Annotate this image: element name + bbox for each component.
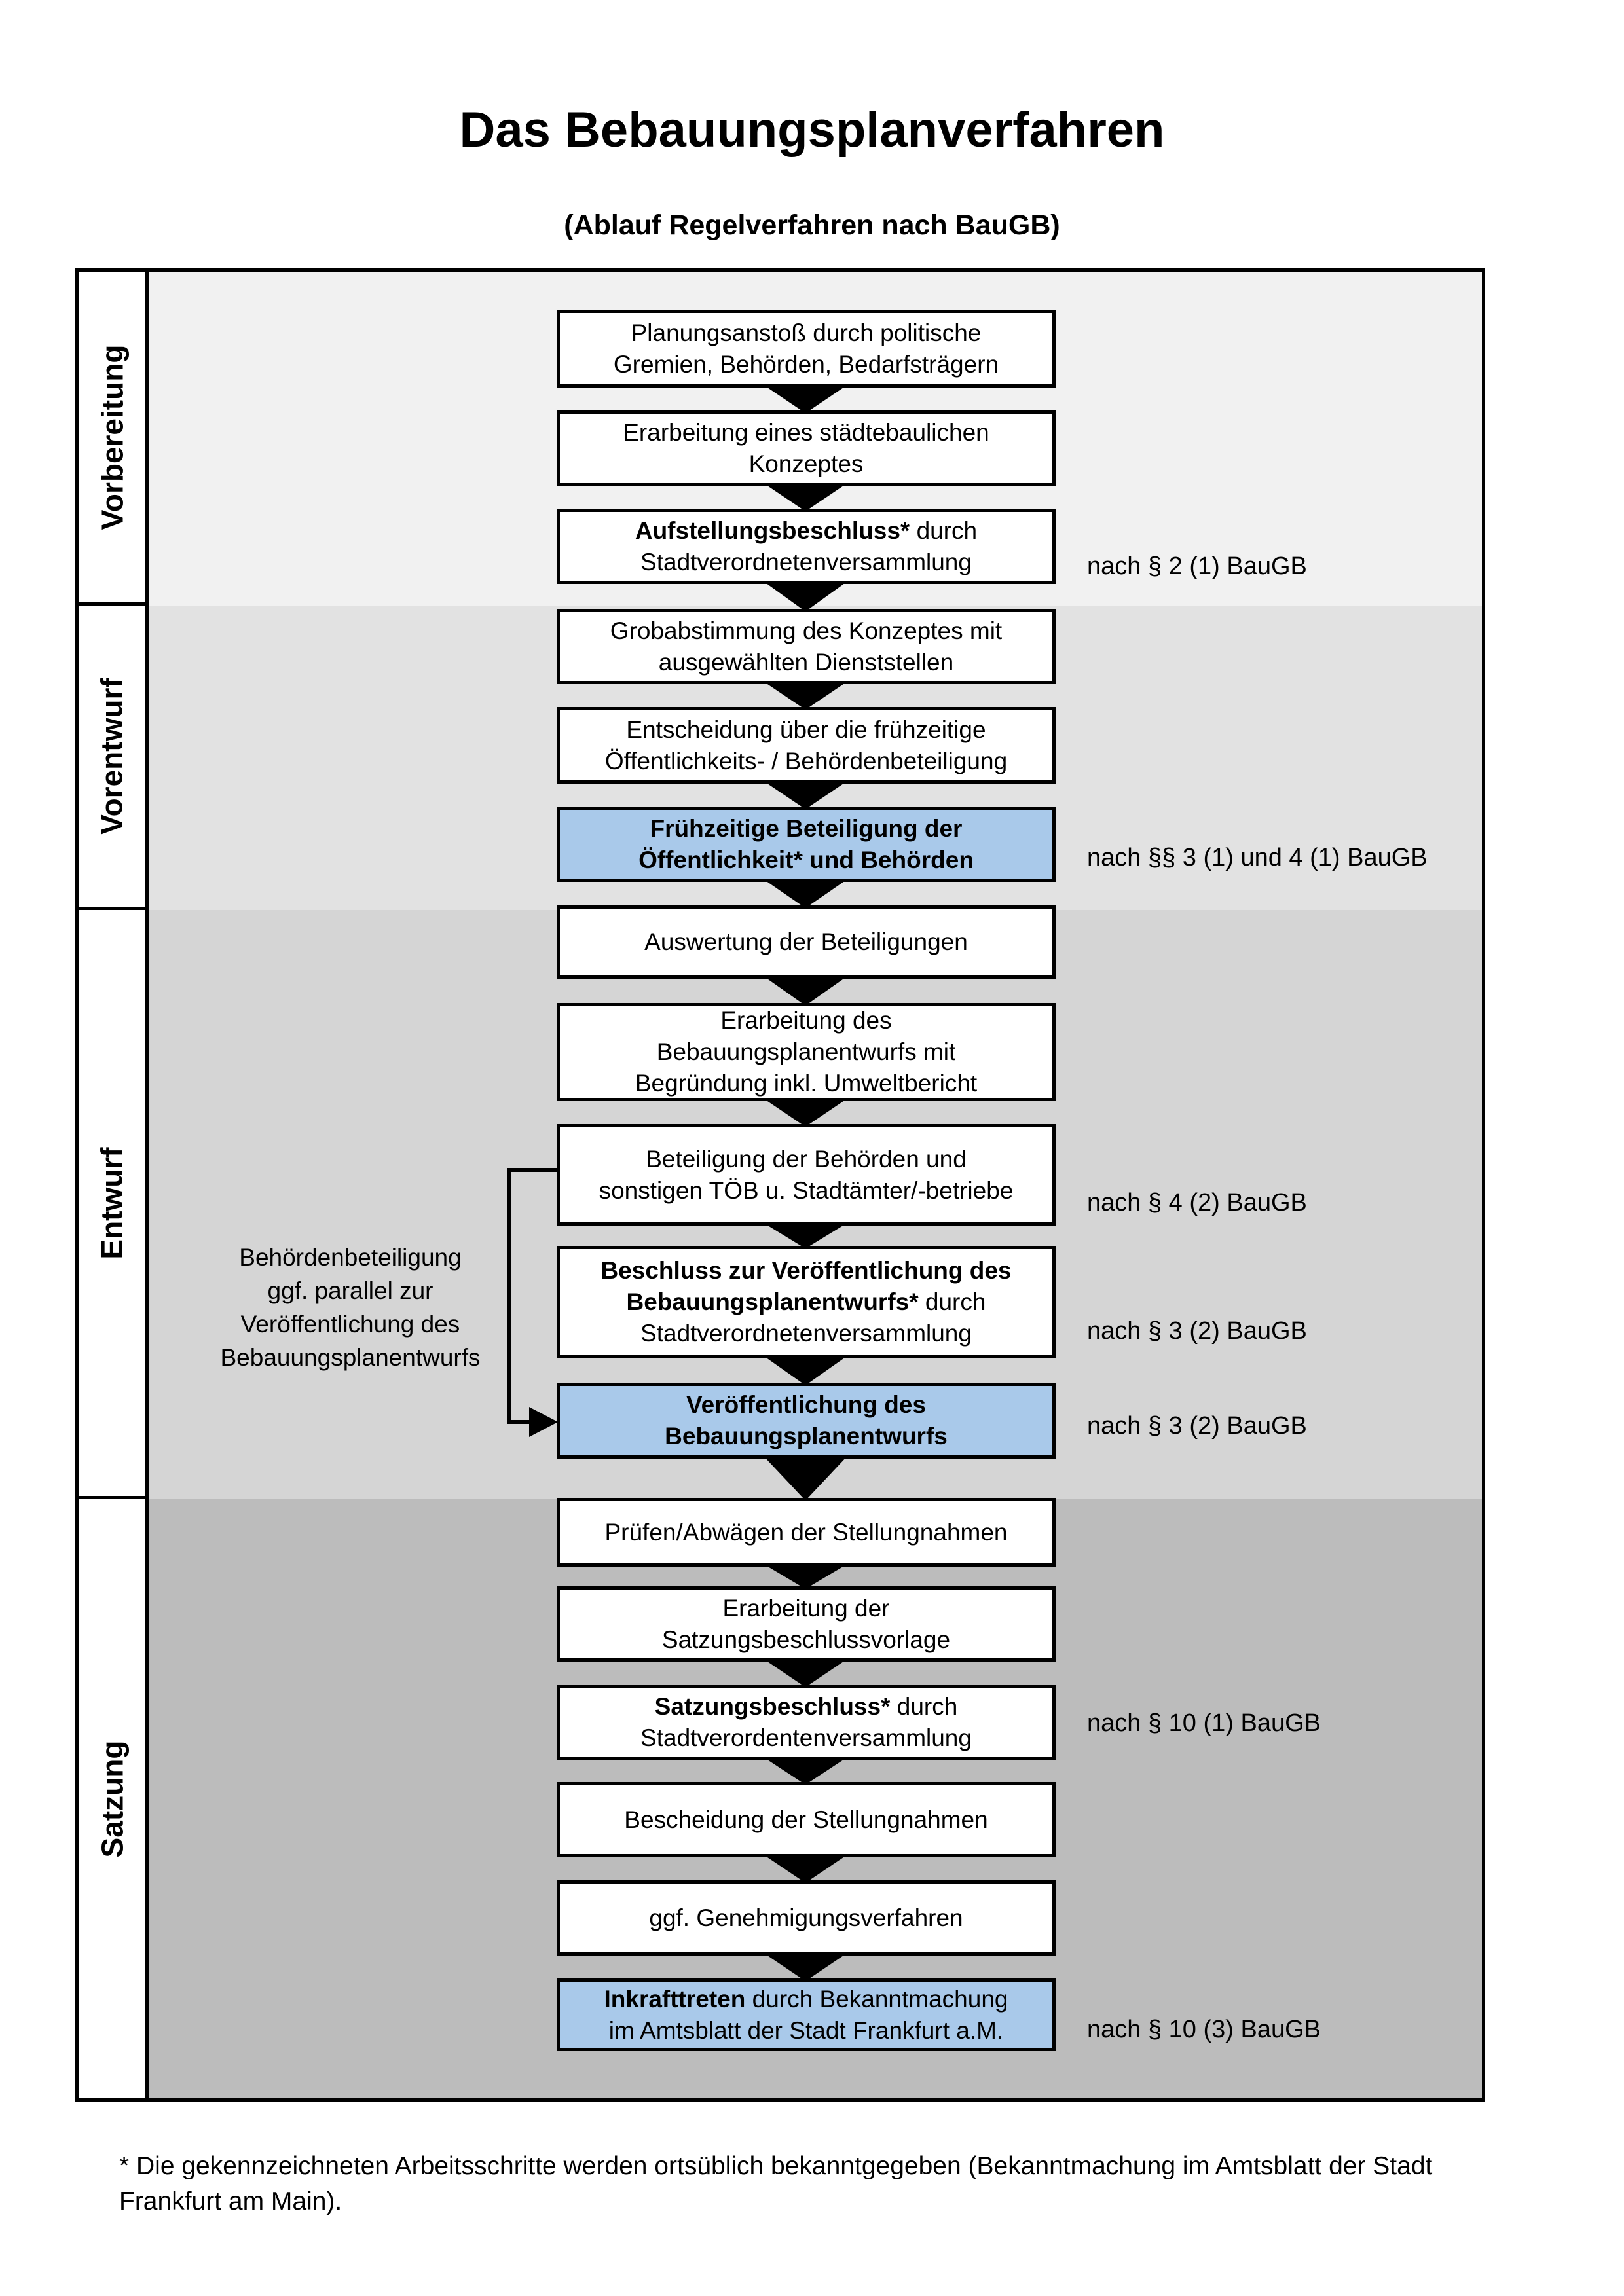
- arrow-down-icon: [764, 1953, 847, 1981]
- arrow-down-icon: [764, 581, 847, 611]
- arrow-down-icon: [764, 1659, 847, 1687]
- flow-box-veroeffentlichung: Veröffentlichung des Bebauungsplanentwur…: [557, 1383, 1056, 1459]
- flow-box-satzungsbeschluss: Satzungsbeschluss* durch Stadtverordente…: [557, 1685, 1056, 1760]
- arrow-down-icon: [764, 976, 847, 1006]
- flow-box-beteiligung-behoerden: Beteiligung der Behörden und sonstigen T…: [557, 1124, 1056, 1226]
- arrow-down-icon: [764, 1099, 847, 1127]
- flow-box-aufstellungsbeschluss: Aufstellungsbeschluss* durch Stadtverord…: [557, 509, 1056, 584]
- arrow-down-icon: [764, 1456, 847, 1501]
- arrow-down-icon: [764, 1356, 847, 1385]
- flow-box-genehmigungsverfahren: ggf. Genehmigungsverfahren: [557, 1880, 1056, 1956]
- law-reference: nach § 4 (2) BauGB: [1087, 1189, 1307, 1216]
- arrow-down-icon: [764, 385, 847, 413]
- flow-box-planungsanstoss: Planungsanstoß durch politische Gremien,…: [557, 310, 1056, 388]
- page-title: Das Bebauungsplanverfahren: [459, 102, 1165, 158]
- phase-cell-satzung: Satzung: [75, 1496, 149, 2102]
- flow-box-bescheidung: Bescheidung der Stellungnahmen: [557, 1782, 1056, 1857]
- law-reference: nach § 10 (3) BauGB: [1087, 2016, 1321, 2043]
- footnote: * Die gekennzeichneten Arbeitsschritte w…: [119, 2152, 1433, 2215]
- law-reference: nach § 3 (2) BauGB: [1087, 1317, 1307, 1345]
- arrow-down-icon: [764, 1757, 847, 1785]
- side-note-parallel-beteiligung: Behördenbeteiligung ggf. parallel zur Ve…: [220, 1244, 481, 1371]
- flow-box-satzungsbeschlussvorlage: Erarbeitung der Satzungsbeschlussvorlage: [557, 1586, 1056, 1662]
- arrow-down-icon: [764, 1564, 847, 1589]
- phase-cell-vorbereitung: Vorbereitung: [75, 268, 149, 606]
- phase-cell-entwurf: Entwurf: [75, 907, 149, 1499]
- arrow-down-icon: [764, 483, 847, 511]
- law-reference: nach § 3 (2) BauGB: [1087, 1412, 1307, 1440]
- phase-label: Satzung: [95, 1740, 130, 1857]
- flow-box-inkrafttreten: Inkrafttreten durch Bekanntmachung im Am…: [557, 1978, 1056, 2051]
- page-subtitle: (Ablauf Regelverfahren nach BauGB): [564, 210, 1060, 241]
- arrow-down-icon: [764, 682, 847, 710]
- arrow-down-icon: [764, 781, 847, 809]
- law-reference: nach § 10 (1) BauGB: [1087, 1709, 1321, 1737]
- phase-label: Entwurf: [95, 1146, 130, 1260]
- arrow-down-icon: [764, 879, 847, 908]
- arrow-down-icon: [764, 1223, 847, 1248]
- flow-box-grobabstimmung: Grobabstimmung des Konzeptes mit ausgewä…: [557, 609, 1056, 684]
- flow-box-pruefen-abwaegen: Prüfen/Abwägen der Stellungnahmen: [557, 1498, 1056, 1567]
- flow-box-staedtebauliches-konzept: Erarbeitung eines städtebaulichen Konzep…: [557, 410, 1056, 486]
- law-reference: nach §§ 3 (1) und 4 (1) BauGB: [1087, 844, 1428, 871]
- flow-box-beschluss-veroeffentlichung: Beschluss zur Veröffentlichung des Bebau…: [557, 1246, 1056, 1358]
- flow-box-auswertung: Auswertung der Beteiligungen: [557, 905, 1056, 979]
- flow-box-erarbeitung-entwurf: Erarbeitung des Bebauungsplanentwurfs mi…: [557, 1003, 1056, 1101]
- phase-label: Vorbereitung: [95, 344, 130, 530]
- law-reference: nach § 2 (1) BauGB: [1087, 553, 1307, 580]
- flow-box-fruehzeitige-beteiligung: Frühzeitige Beteiligung der Öffentlichke…: [557, 807, 1056, 882]
- phase-label: Vorentwurf: [95, 678, 129, 835]
- flow-box-entscheidung-beteiligung: Entscheidung über die frühzeitige Öffent…: [557, 707, 1056, 784]
- phase-cell-vorentwurf: Vorentwurf: [75, 602, 149, 910]
- arrow-down-icon: [764, 1855, 847, 1883]
